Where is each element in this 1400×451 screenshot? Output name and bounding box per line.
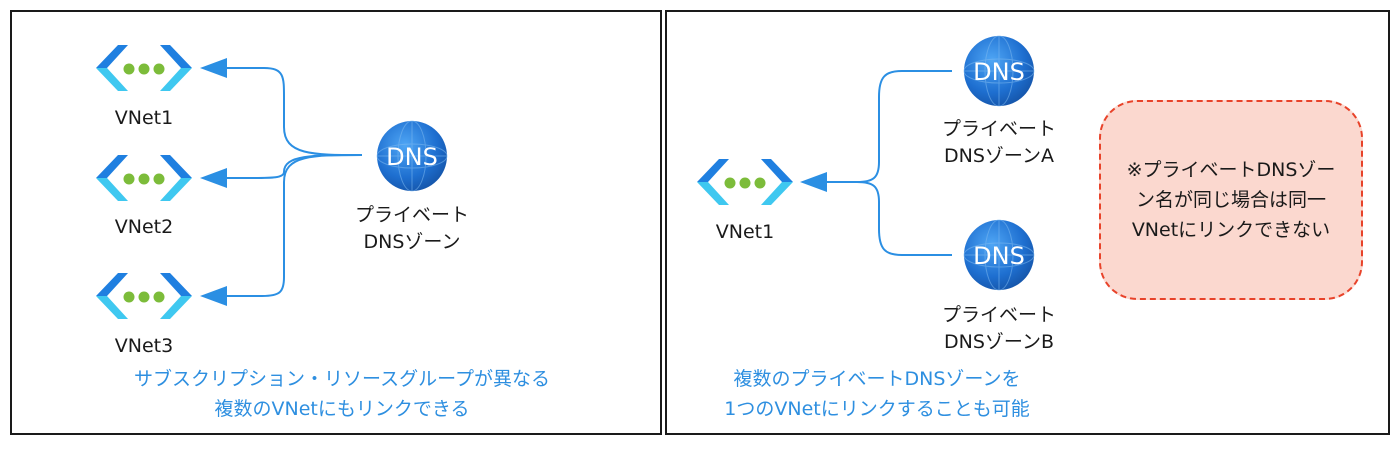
- caption-line2: 1つのVNetにリンクすることも可能: [724, 398, 1030, 421]
- dns-zone-label: プライベート DNSゾーンB: [929, 302, 1069, 355]
- note-text: ※プライベートDNSゾー ン名が同じ場合は同一 VNetにリンクできない: [1126, 158, 1336, 241]
- vnet-label: VNet3: [114, 335, 174, 357]
- right-caption: 複数のプライベートDNSゾーンを 1つのVNetにリンクすることも可能: [687, 364, 1067, 424]
- connector-line: [227, 67, 363, 156]
- dns-icon-text: DNS: [386, 143, 438, 171]
- dns-zone-node-a: DNS: [963, 35, 1035, 111]
- vnet-node-1: [96, 44, 192, 96]
- dns-globe-icon: DNS: [963, 35, 1035, 107]
- vnet-node-2: [96, 154, 192, 206]
- dns-icon-text: DNS: [973, 58, 1025, 86]
- caption-line1: 複数のプライベートDNSゾーンを: [733, 368, 1021, 390]
- dns-zone-label-line2: DNSゾーンB: [944, 330, 1054, 353]
- dns-globe-icon: DNS: [376, 120, 448, 192]
- dns-zone-label-line2: DNSゾーンA: [944, 144, 1054, 167]
- right-connectors: [800, 70, 952, 256]
- caption-line1: サブスクリプション・リソースグループが異なる: [134, 368, 550, 390]
- vnet-label: VNet1: [715, 221, 775, 243]
- dns-zone-label-line1: プライベート: [941, 118, 1056, 140]
- dns-zone-label-line1: プライベート: [941, 304, 1056, 326]
- arrowhead: [800, 172, 827, 192]
- left-connectors: [200, 58, 363, 306]
- dns-zone-label-line2: DNSゾーン: [363, 230, 461, 253]
- connector-line: [827, 70, 952, 183]
- dns-zone-node-b: DNS: [963, 219, 1035, 295]
- vnet-label: VNet1: [114, 107, 174, 129]
- vnet-label: VNet2: [114, 216, 174, 238]
- dns-zone-label: プライベート DNSゾーン: [342, 202, 482, 255]
- vnet-node: [697, 158, 793, 210]
- connector-line: [227, 154, 363, 297]
- arrowhead: [200, 286, 227, 306]
- dns-icon-text: DNS: [973, 242, 1025, 270]
- connector-line: [827, 181, 952, 256]
- connector-line: [227, 154, 363, 179]
- dns-zone-node: DNS: [376, 120, 448, 196]
- vnet-icon: [96, 45, 192, 91]
- vnet-node-3: [96, 272, 192, 324]
- vnet-icon: [697, 159, 793, 205]
- dns-zone-label-line1: プライベート: [354, 204, 469, 226]
- vnet-icon: [96, 273, 192, 319]
- left-caption: サブスクリプション・リソースグループが異なる 複数のVNetにもリンクできる: [72, 364, 612, 424]
- left-panel: VNet1 VNet2 VNet3: [10, 10, 662, 435]
- note-callout: ※プライベートDNSゾー ン名が同じ場合は同一 VNetにリンクできない: [1099, 100, 1363, 300]
- vnet-icon: [96, 155, 192, 201]
- arrowhead: [200, 58, 227, 78]
- arrowhead: [200, 168, 227, 188]
- right-panel: VNet1 DNS プライベート DNSゾーンA DNS: [665, 10, 1390, 435]
- dns-globe-icon: DNS: [963, 219, 1035, 291]
- caption-line2: 複数のVNetにもリンクできる: [214, 398, 470, 421]
- dns-zone-label: プライベート DNSゾーンA: [929, 116, 1069, 169]
